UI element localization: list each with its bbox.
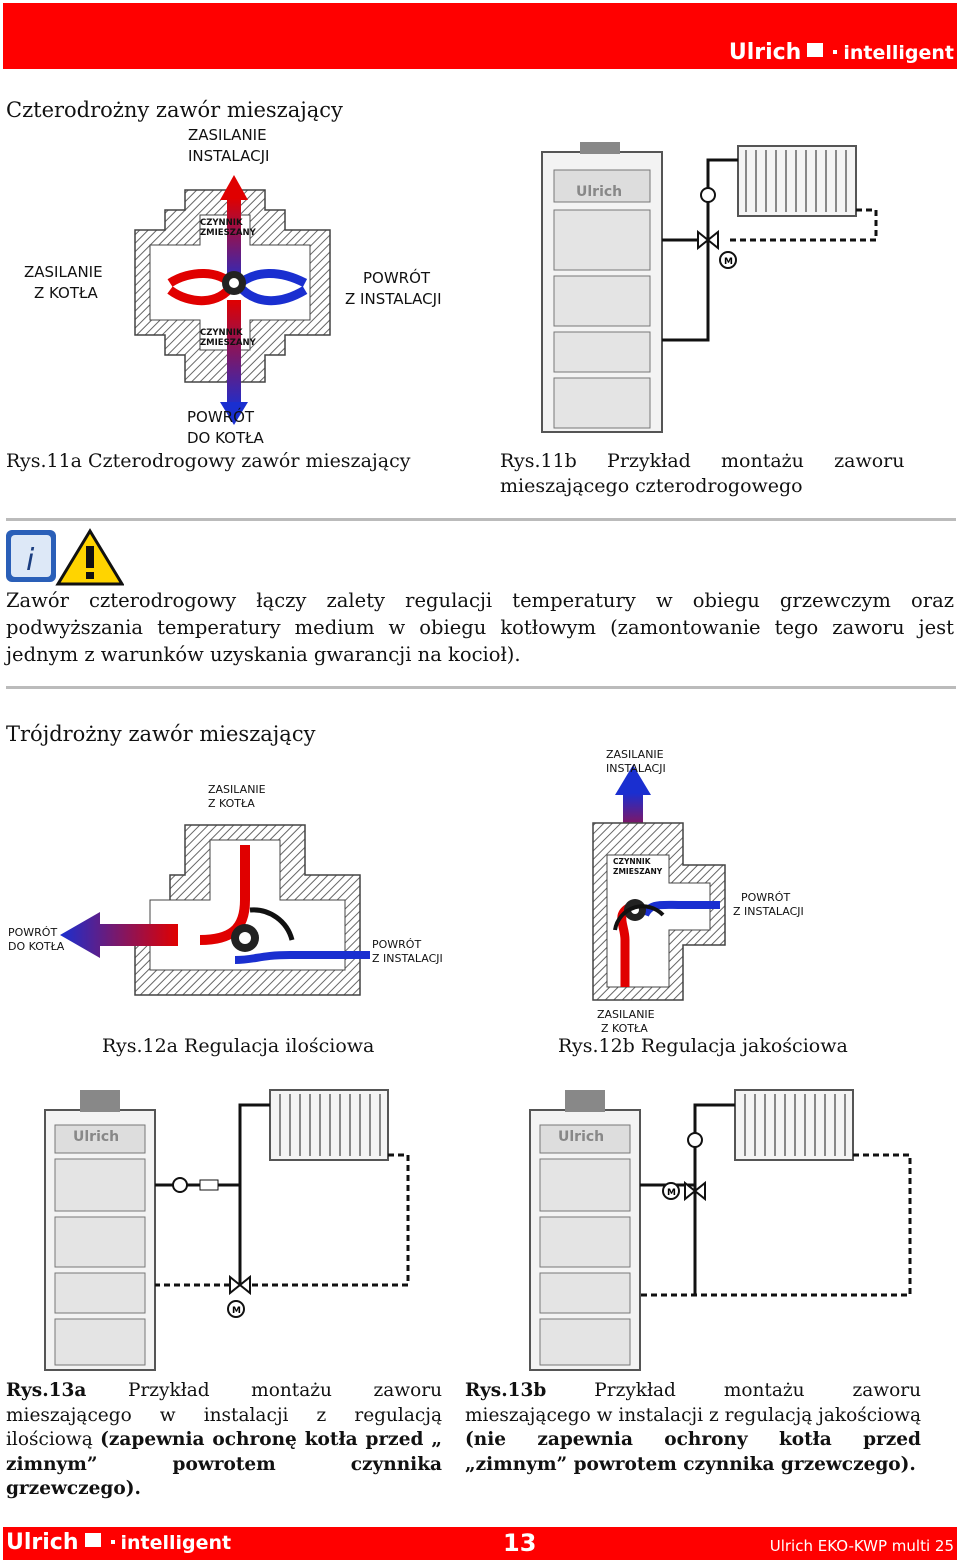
caption-rys-12b: Rys.12b Regulacja jakościowa [558, 1035, 848, 1057]
svg-text:M: M [232, 1306, 241, 1316]
installation-diagram-13a: Ulrich M [44, 1089, 410, 1371]
brand-dot-icon [833, 50, 838, 54]
installation-diagram-13b: Ulrich M [529, 1089, 912, 1371]
brand-sub: intelligent [843, 42, 954, 64]
pump-icon [172, 1177, 188, 1193]
caption-rys-13b: Rys.13b Przykład montażu zaworu mieszają… [465, 1380, 921, 1475]
supply-flow-bar [227, 198, 241, 288]
caption-rys-11b-line2: mieszającego czterodrogowego [500, 475, 803, 497]
divider [6, 686, 956, 689]
installation-diagram-11b: Ulrich M [541, 142, 878, 433]
boiler-brand-label: Ulrich [558, 1129, 604, 1145]
svg-text:i: i [26, 543, 35, 578]
brand-sub: intelligent [120, 1532, 232, 1554]
mixing-valve-icon [697, 229, 719, 251]
divider [6, 518, 956, 521]
blue-flow-arrow [234, 951, 370, 964]
arrow-left-icon [60, 912, 178, 958]
section-heading-3way: Trójdrożny zawór mieszający [6, 722, 316, 746]
return-arrow-12a [60, 912, 178, 958]
three-way-valve-quantity-diagram [134, 824, 370, 996]
mixing-valve-icon [684, 1180, 706, 1202]
footer-brand: Ulrich intelligent [6, 1530, 231, 1555]
section-heading-4way: Czterodrożny zawór mieszający [6, 98, 343, 122]
footer-bar [3, 1527, 957, 1560]
header-brand: Ulrich intelligent [729, 40, 954, 65]
boiler-brand-label: Ulrich [576, 184, 622, 200]
arrow-up-icon [615, 765, 651, 795]
brand-name: Ulrich [728, 40, 802, 65]
four-way-valve-diagram [134, 175, 331, 425]
motor-icon [227, 1300, 245, 1318]
arrow-down-icon [220, 402, 248, 425]
svg-text:M: M [667, 1188, 676, 1198]
three-way-valve-quality-diagram [592, 765, 726, 1001]
mixing-valve-icon [229, 1274, 251, 1296]
footer-model: Ulrich EKO-KWP multi 25 [769, 1537, 954, 1555]
brand-name: Ulrich [6, 1530, 79, 1555]
brand-square-icon [84, 1533, 101, 1547]
pump-icon [687, 1132, 703, 1148]
header-bar [3, 3, 957, 69]
notice-icons: i [6, 528, 124, 586]
boiler-brand-label: Ulrich [73, 1129, 119, 1145]
svg-text:M: M [724, 257, 733, 267]
brand-dot-icon [110, 1540, 115, 1544]
pump-icon [700, 187, 716, 203]
arrow-up-icon [220, 175, 248, 200]
brand-square-icon [807, 43, 824, 57]
motor-icon [719, 251, 737, 269]
caption-rys-11a: Rys.11a Czterodrogowy zawór mieszający [6, 450, 411, 472]
caption-rys-11b-line1: Rys.11b Przykład montażu zaworu [500, 450, 905, 472]
caption-rys-12a: Rys.12a Regulacja ilościowa [102, 1035, 375, 1057]
notice-paragraph: Zawór czterodrogowy łączy zalety regulac… [6, 589, 954, 666]
return-flow-bar [227, 300, 241, 410]
page-number: 13 [503, 1529, 537, 1557]
blue-flow-arrow [641, 900, 720, 917]
motor-icon [662, 1182, 680, 1200]
caption-rys-13a: Rys.13a Przykład montażu zaworu mieszają… [6, 1380, 442, 1499]
